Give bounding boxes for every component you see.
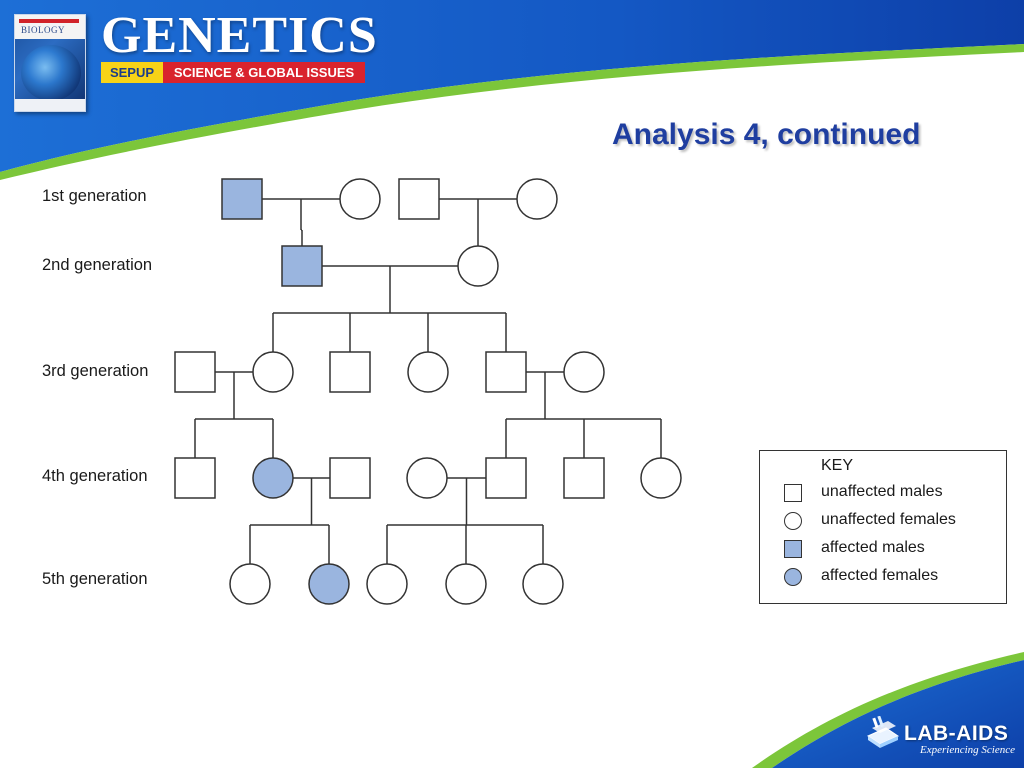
key-item-label: affected females: [821, 567, 939, 584]
generation-label-5: 5th generation: [42, 570, 148, 588]
generation-label-2: 2nd generation: [42, 256, 153, 274]
lab-aids-logo: LAB-AIDS Experiencing Science: [860, 706, 1016, 762]
stacked-books-icon: [866, 716, 900, 748]
affected-female-symbol-icon: [784, 568, 802, 586]
unaffected-female-g3-f1: [252, 351, 294, 393]
unaffected-female-symbol-icon: [784, 512, 802, 530]
science-global-issues-tag: SCIENCE & GLOBAL ISSUES: [163, 62, 365, 83]
unaffected-male-g3-m2: [329, 351, 371, 393]
generation-label-4: 4th generation: [42, 467, 148, 485]
unaffected-male-g4-m1: [174, 457, 216, 499]
unaffected-male-g4-m3: [485, 457, 527, 499]
brand-title: GENETICS: [101, 7, 378, 64]
logo-name: LAB-AIDS: [904, 722, 1009, 745]
pedigree-key: KEY unaffected males unaffected females …: [759, 450, 1007, 604]
unaffected-female-g2-f1: [457, 245, 499, 287]
unaffected-female-g1-f2: [516, 178, 558, 220]
slide-title: Analysis 4, continued: [612, 118, 921, 151]
unaffected-male-g4-m4: [563, 457, 605, 499]
unaffected-female-g3-f3: [563, 351, 605, 393]
unaffected-male-g4-m2: [329, 457, 371, 499]
generation-label-3: 3rd generation: [42, 362, 149, 380]
unaffected-female-g4-f2: [406, 457, 448, 499]
unaffected-male-symbol-icon: [784, 484, 802, 502]
key-item-label: affected males: [821, 539, 925, 556]
sepup-tag: SEPUP: [101, 62, 163, 83]
footer-swoosh: [772, 660, 1024, 768]
unaffected-female-g3-f2: [407, 351, 449, 393]
logo-tagline: Experiencing Science: [920, 744, 1015, 756]
affected-female-g4-f1: [252, 457, 294, 499]
unaffected-male-g1-m2: [398, 178, 440, 220]
unaffected-female-g5-f1: [229, 563, 271, 605]
generation-label-1: 1st generation: [42, 187, 147, 205]
affected-male-g1-m1: [221, 178, 263, 220]
affected-male-g2-m1: [281, 245, 323, 287]
unaffected-female-g1-f1: [339, 178, 381, 220]
unaffected-female-g5-f3: [366, 563, 408, 605]
affected-female-g5-f2: [308, 563, 350, 605]
unaffected-male-g3-m3: [485, 351, 527, 393]
footer-green-stripe: [752, 652, 1024, 768]
textbook-cover-image: BIOLOGY: [14, 14, 86, 112]
affected-male-symbol-icon: [784, 540, 802, 558]
header-swoosh: [0, 0, 1024, 172]
unaffected-female-g5-f5: [522, 563, 564, 605]
key-item-label: unaffected females: [821, 511, 956, 528]
book-cover-title: BIOLOGY: [21, 25, 65, 35]
unaffected-female-g4-f3: [640, 457, 682, 499]
key-title: KEY: [821, 457, 854, 474]
unaffected-male-g3-m1: [174, 351, 216, 393]
unaffected-female-g5-f4: [445, 563, 487, 605]
key-item-label: unaffected males: [821, 483, 943, 500]
